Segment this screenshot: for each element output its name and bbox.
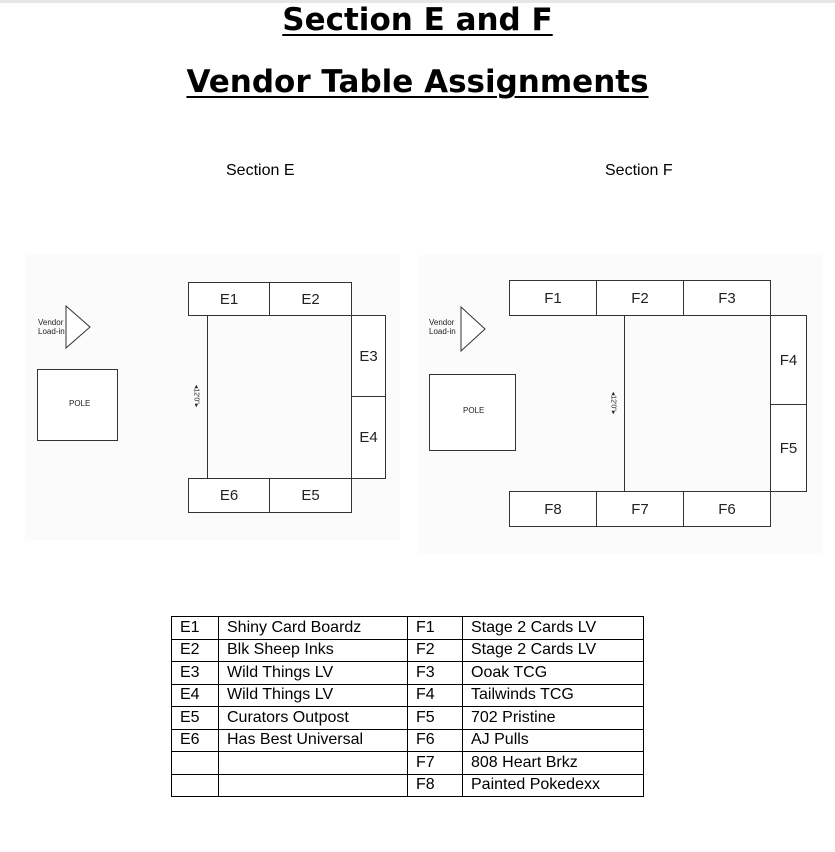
section-e-table-id: E5 <box>171 706 219 730</box>
section-e-vendor: Shiny Card Boardz <box>218 616 408 640</box>
vendor-load-line1: Vendor <box>38 318 64 327</box>
table-f7: F7 <box>596 491 684 527</box>
table-e2: E2 <box>269 282 352 316</box>
section-e-heading: Section E <box>226 162 295 179</box>
section-e-vendor: Curators Outpost <box>218 706 408 730</box>
section-e-table-id: E2 <box>171 638 219 662</box>
table-f4: F4 <box>770 315 807 405</box>
table-e6: E6 <box>188 478 270 513</box>
section-e-table-id: E4 <box>171 683 219 707</box>
section-f-table-id: F7 <box>407 751 463 775</box>
section-e-vendor: Has Best Universal <box>218 728 408 752</box>
table-e1: E1 <box>188 282 270 316</box>
load-in-arrow-icon <box>460 305 486 353</box>
section-f-vendor: Ooak TCG <box>462 661 644 685</box>
section-f-vendor: AJ Pulls <box>462 728 644 752</box>
section-e-vendor: Wild Things LV <box>218 683 408 707</box>
section-e-table-id <box>171 773 219 797</box>
section-f-vendor: Tailwinds TCG <box>462 683 644 707</box>
section-f-vendor: Stage 2 Cards LV <box>462 616 644 640</box>
section-f-vendor: Stage 2 Cards LV <box>462 638 644 662</box>
section-e-vendor <box>218 773 408 797</box>
section-f-dimension-line <box>624 316 625 492</box>
table-f5: F5 <box>770 404 807 492</box>
section-f-vendor: Painted Pokedexx <box>462 773 644 797</box>
section-f-vendor-load-label: Vendor Load-in <box>429 318 456 336</box>
pole-box <box>37 369 118 441</box>
table-f2: F2 <box>596 280 684 316</box>
table-f1: F1 <box>509 280 597 316</box>
pole-label: POLE <box>69 399 91 408</box>
section-f-table-id: F1 <box>407 616 463 640</box>
section-f-table-id: F8 <box>407 773 463 797</box>
table-f3: F3 <box>683 280 771 316</box>
section-e-table-id <box>171 751 219 775</box>
section-e-vendor: Blk Sheep Inks <box>218 638 408 662</box>
pole-box <box>429 374 516 451</box>
section-e-dimension-line <box>207 316 208 479</box>
vendor-load-line2: Load-in <box>38 327 65 336</box>
section-e-table-id: E1 <box>171 616 219 640</box>
section-f-table-id: F6 <box>407 728 463 752</box>
section-e-table-id: E6 <box>171 728 219 752</box>
table-f8: F8 <box>509 491 597 527</box>
section-f-heading: Section F <box>605 162 673 179</box>
vendor-load-line2: Load-in <box>429 327 456 336</box>
table-e3: E3 <box>351 315 386 397</box>
section-f-table-id: F3 <box>407 661 463 685</box>
page-title: Section E and F <box>282 2 553 38</box>
pole-label: POLE <box>463 406 485 415</box>
table-f6: F6 <box>683 491 771 527</box>
vendor-load-line1: Vendor <box>429 318 455 327</box>
page-top-edge <box>0 0 835 3</box>
section-e-dimension-label: ◂12'0"▸ <box>192 384 200 408</box>
section-f-table-id: F2 <box>407 638 463 662</box>
section-e-vendor <box>218 751 408 775</box>
section-f-table-id: F5 <box>407 706 463 730</box>
section-e-vendor: Wild Things LV <box>218 661 408 685</box>
section-f-dimension-label: ◂12'0"▸ <box>609 391 617 415</box>
section-f-table-id: F4 <box>407 683 463 707</box>
load-in-arrow-icon <box>65 304 91 350</box>
table-e5: E5 <box>269 478 352 513</box>
table-e4: E4 <box>351 396 386 479</box>
section-f-vendor: 702 Pristine <box>462 706 644 730</box>
section-f-vendor: 808 Heart Brkz <box>462 751 644 775</box>
section-e-vendor-load-label: Vendor Load-in <box>38 318 65 336</box>
section-e-table-id: E3 <box>171 661 219 685</box>
page-subtitle: Vendor Table Assignments <box>186 64 649 100</box>
